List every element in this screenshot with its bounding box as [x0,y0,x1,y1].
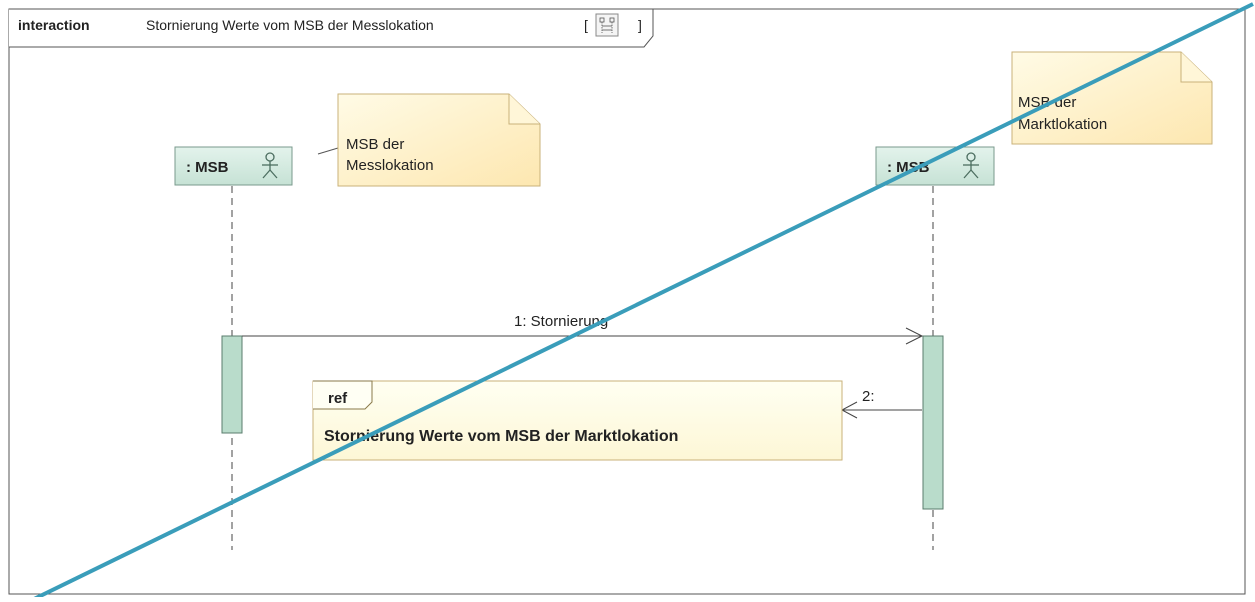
note-left-anchor [317,147,339,155]
actor-icon [963,152,979,179]
actor-icon [262,152,278,179]
note-left-line2: Messlokation [346,157,434,174]
lifeline-right-label: : MSB [887,159,930,176]
activation-right [922,335,944,510]
frame-keyword: interaction [18,17,90,33]
strike-through-line [31,2,1254,602]
interaction-use-ref[interactable]: ref Stornierung Werte vom MSB der Marktl… [312,380,843,461]
sequence-diagram-icon [595,13,619,37]
lifeline-left-label: : MSB [186,159,229,176]
message-2-label: 2: [862,388,875,405]
note-right-line2: Marktlokation [1018,116,1107,133]
message-1[interactable]: 1: Stornierung [242,313,924,345]
frame-title: Stornierung Werte vom MSB der Messlokati… [146,17,434,33]
frame-header-tab [9,8,654,48]
ref-keyword: ref [328,390,348,407]
note-right[interactable]: MSB der Marktlokation [1011,51,1213,145]
note-left[interactable]: MSB der Messlokation [337,93,541,187]
frame-bracket-close: ] [638,17,642,33]
frame-bracket-open: [ [584,17,588,33]
activation-left [221,335,243,434]
ref-name: Stornierung Werte vom MSB der Marktlokat… [324,428,678,445]
message-1-label: 1: Stornierung [514,313,608,330]
note-left-line1: MSB der [346,136,404,153]
lifeline-left-head[interactable]: : MSB [174,146,293,186]
